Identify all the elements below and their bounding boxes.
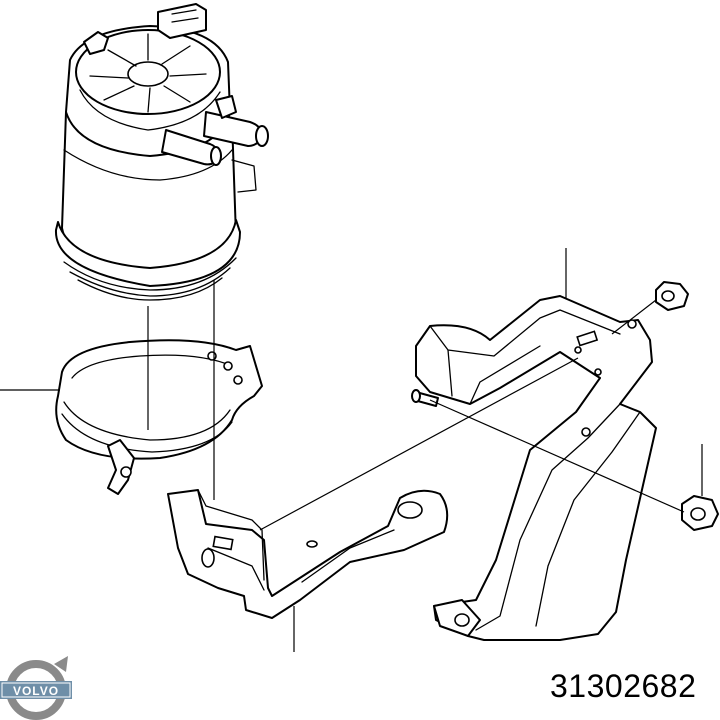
nut-lower	[681, 495, 719, 531]
fuel-filter-canister	[54, 3, 269, 301]
part-number-label: 31302682	[550, 668, 697, 704]
clamp-band	[55, 339, 263, 495]
mounting-bracket-lower	[167, 489, 449, 619]
volvo-logo: VOLVO	[0, 652, 78, 720]
svg-text:VOLVO: VOLVO	[13, 684, 59, 698]
nut-upper	[655, 281, 689, 311]
reference-lines	[0, 248, 703, 652]
mounting-bracket-upper	[411, 295, 657, 641]
